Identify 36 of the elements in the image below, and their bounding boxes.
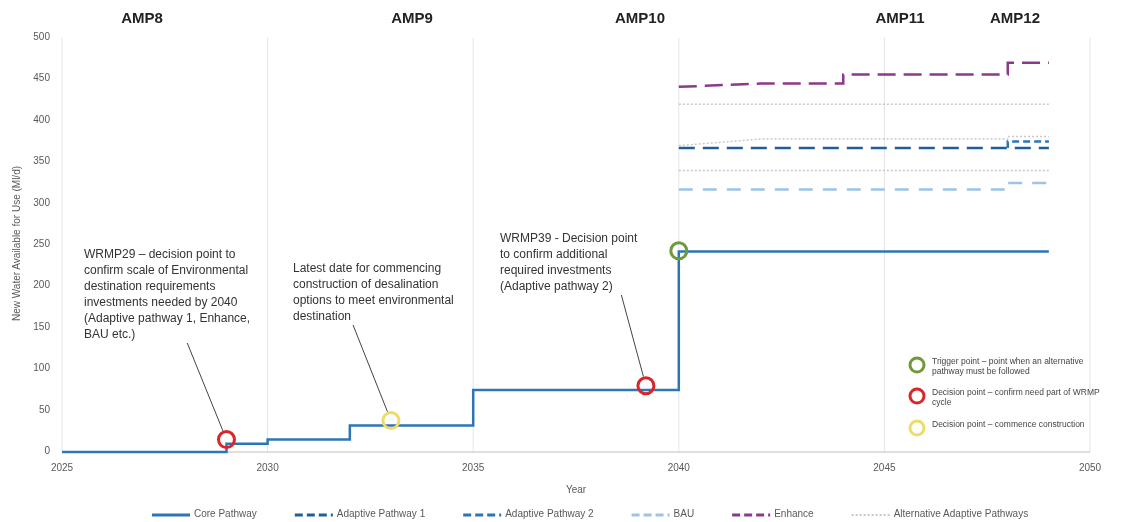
period-label: AMP9 — [390, 9, 434, 26]
axis-tick-label: 2040 — [666, 462, 691, 473]
axis-tick-label: 400 — [32, 113, 50, 125]
axis-tick-label: 2025 — [49, 462, 75, 473]
axis-tick-label: 500 — [32, 31, 50, 42]
axis-tick-label: 100 — [32, 362, 50, 374]
legend-text: BAU — [673, 508, 695, 519]
period-label: AMP12 — [989, 9, 1041, 26]
period-label: AMP10 — [614, 9, 666, 26]
legend-text: Decision point – commence construction — [932, 419, 1086, 429]
annotation-text: Latest date for commencing construction of desalination options to meet environmental destination — [293, 260, 455, 324]
legend-text: Adaptive Pathway 1 — [336, 508, 426, 519]
legend-text: Alternative Adaptive Pathways — [893, 508, 1029, 519]
axis-tick-label: 200 — [32, 279, 50, 291]
axis-title: Year — [564, 484, 588, 495]
axis-title: New Water Available for Use (Ml/d) — [10, 164, 22, 324]
axis-tick-label: 350 — [32, 155, 50, 167]
axis-tick-label: 0 — [43, 445, 50, 456]
axis-tick-label: 2035 — [461, 462, 486, 473]
axis-tick-label: 450 — [32, 72, 50, 84]
legend-text: Adaptive Pathway 2 — [505, 508, 594, 519]
axis-tick-label: 2045 — [872, 462, 897, 473]
annotation-text: WRMP39 - Decision point to confirm additional required investments (Adaptive pathway 2) — [500, 230, 639, 294]
axis-tick-label: 300 — [32, 196, 50, 208]
legend-text: Decision point – confirm need part of WRMP cycle — [932, 387, 1101, 407]
legend-text: Trigger point – point when an alternative pathway must be followed — [932, 356, 1085, 376]
annotation-text: WRMP29 – decision point to confirm scale of Environmental destination requirements investments needed by 2040 (Adaptive pathway 1, Enhance, BAU etc.) — [84, 246, 252, 342]
period-label: AMP11 — [874, 9, 926, 26]
axis-tick-label: 2050 — [1077, 462, 1103, 473]
axis-tick-label: 2030 — [255, 462, 280, 473]
legend-text: Core Pathway — [194, 508, 257, 519]
period-label: AMP8 — [120, 9, 164, 26]
axis-tick-label: 50 — [37, 403, 50, 415]
axis-tick-label: 250 — [32, 238, 50, 249]
axis-tick-label: 150 — [32, 320, 50, 332]
legend-text: Enhance — [774, 508, 814, 519]
